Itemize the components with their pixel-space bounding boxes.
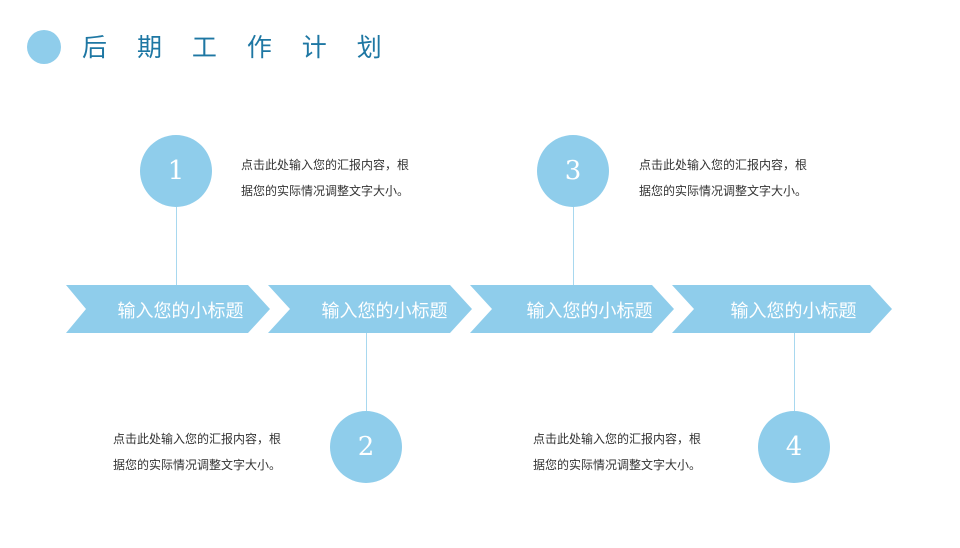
node-description-3: 点击此处输入您的汇报内容，根 据您的实际情况调整文字大小。: [639, 152, 844, 204]
chevron-label-4: 输入您的小标题: [730, 301, 857, 322]
node-circle-1: 1: [140, 135, 212, 207]
chevron-label-3: 输入您的小标题: [526, 301, 653, 322]
chevron-step-3: [470, 285, 674, 333]
chevron-label-2: 输入您的小标题: [321, 301, 448, 322]
node-circle-4: 4: [758, 411, 830, 483]
chevron-label-1: 输入您的小标题: [117, 301, 244, 322]
node-description-3-line-1: 点击此处输入您的汇报内容，根: [639, 158, 808, 172]
page-title: 后 期 工 作 计 划: [82, 33, 393, 62]
chevron-step-2: [268, 285, 472, 333]
node-description-4-line-2: 据您的实际情况调整文字大小。: [533, 458, 702, 472]
connector-line-1: [176, 207, 177, 285]
node-circle-2: 2: [330, 411, 402, 483]
connector-line-3: [573, 207, 574, 285]
chevron-step-1: [66, 285, 270, 333]
node-description-2-line-2: 据您的实际情况调整文字大小。: [113, 458, 282, 472]
chevron-step-4: [672, 285, 892, 333]
node-description-4: 点击此处输入您的汇报内容，根 据您的实际情况调整文字大小。: [533, 426, 738, 478]
connector-line-4: [794, 333, 795, 411]
node-description-4-line-1: 点击此处输入您的汇报内容，根: [533, 432, 702, 446]
title-bullet-dot: [27, 30, 61, 64]
connector-line-2: [366, 333, 367, 411]
node-description-3-line-2: 据您的实际情况调整文字大小。: [639, 184, 808, 198]
node-description-1: 点击此处输入您的汇报内容，根 据您的实际情况调整文字大小。: [241, 152, 446, 204]
node-description-1-line-1: 点击此处输入您的汇报内容，根: [241, 158, 410, 172]
node-description-1-line-2: 据您的实际情况调整文字大小。: [241, 184, 410, 198]
node-description-2-line-1: 点击此处输入您的汇报内容，根: [113, 432, 282, 446]
node-circle-3: 3: [537, 135, 609, 207]
node-description-2: 点击此处输入您的汇报内容，根 据您的实际情况调整文字大小。: [113, 426, 318, 478]
